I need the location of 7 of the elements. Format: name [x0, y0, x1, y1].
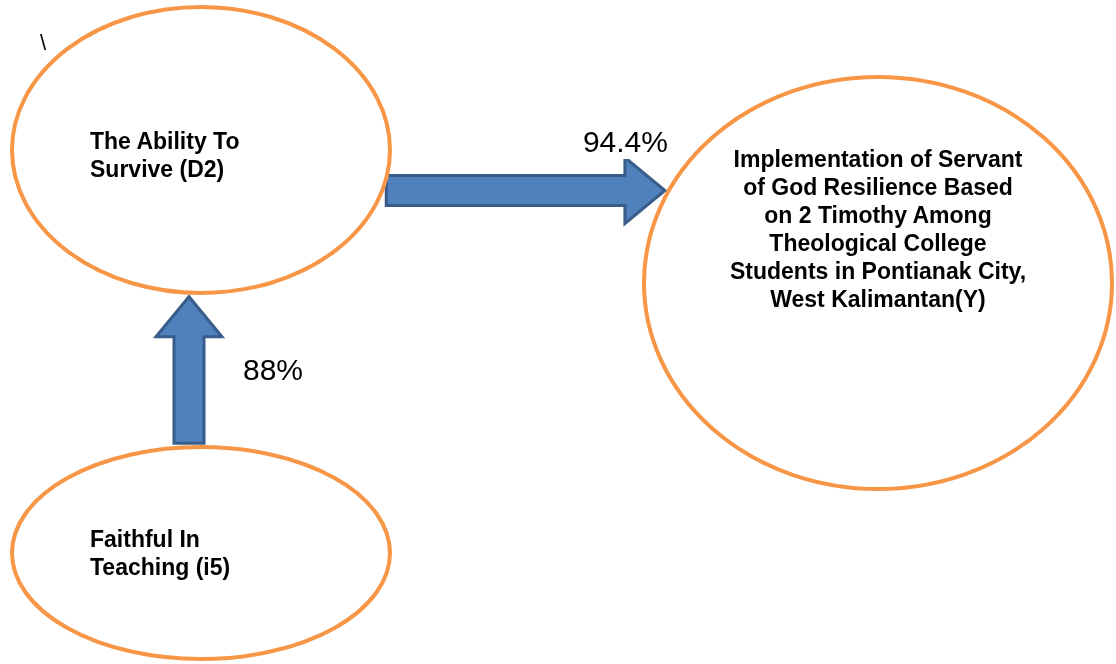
block-arrow	[152, 294, 226, 445]
node-label: The Ability To Survive (D2)	[90, 127, 241, 183]
oval-node	[10, 5, 392, 295]
node-label: Implementation of Servant of God Resilience Based on 2 Timothy Among Theological College Students in Pontianak City, West Kalimantan(Y)	[728, 145, 1027, 313]
oval-node	[10, 445, 392, 661]
note-text: \	[40, 30, 47, 56]
node-label: Faithful In Teaching (i5)	[90, 525, 232, 581]
